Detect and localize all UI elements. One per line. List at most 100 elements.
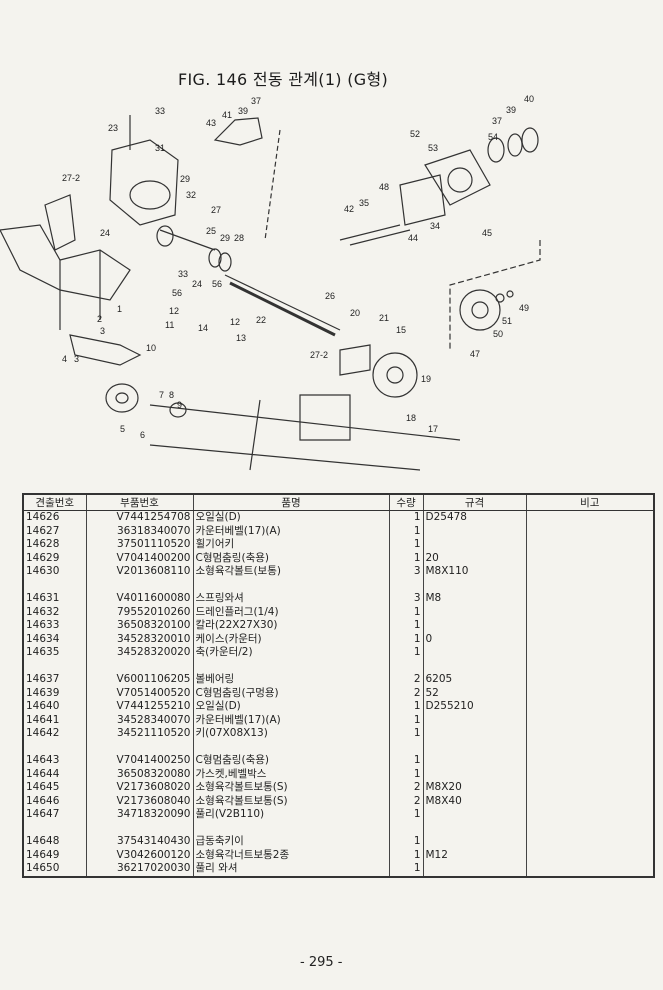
callout-label: 27-2 — [310, 350, 328, 360]
callout-label: 45 — [482, 228, 492, 238]
cell-qty: 1 — [388, 767, 424, 781]
cell-part-no — [85, 659, 194, 673]
callout-label: 47 — [470, 349, 480, 359]
cell-part-name: C형멈춤링(축용) — [192, 754, 390, 768]
cell-part-name: 휠기어키 — [192, 538, 390, 552]
cell-qty: 1 — [388, 524, 424, 538]
cell-part-name: 오일실(D) — [192, 700, 390, 714]
cell-part-name: 드레인플러그(1/4) — [192, 605, 390, 619]
cell-qty: 2 — [388, 686, 424, 700]
cell-remarks — [525, 646, 655, 660]
cell-ref-no: 14640 — [22, 700, 87, 714]
callout-label: 56 — [212, 279, 222, 289]
cell-spec — [422, 713, 527, 727]
callout-label: 12 — [230, 317, 240, 327]
cell-spec — [422, 862, 527, 877]
cell-qty: 1 — [388, 727, 424, 741]
cell-remarks — [525, 524, 655, 538]
cell-ref-no: 14643 — [22, 754, 87, 768]
cell-ref-no: 14642 — [22, 727, 87, 741]
header-remarks: 비고 — [525, 493, 655, 511]
cell-ref-no: 14641 — [22, 713, 87, 727]
callout-label: 3 — [100, 326, 105, 336]
callout-label: 10 — [146, 343, 156, 353]
callout-label: 27-2 — [62, 173, 80, 183]
cell-ref-no: 14634 — [22, 632, 87, 646]
callout-label: 31 — [155, 143, 165, 153]
cell-spec — [422, 821, 527, 835]
callout-label: 40 — [524, 94, 534, 104]
cell-qty: 3 — [388, 592, 424, 606]
callout-label: 44 — [408, 233, 418, 243]
cell-qty — [388, 821, 424, 835]
callout-label: 8 — [169, 390, 174, 400]
cell-spec — [422, 767, 527, 781]
cell-part-no: V3042600120 — [85, 848, 194, 862]
cell-qty: 1 — [388, 700, 424, 714]
cell-spec — [422, 754, 527, 768]
callout-label: 37 — [492, 116, 502, 126]
callout-label: 54 — [488, 132, 498, 142]
cell-ref-no — [22, 821, 87, 835]
cell-part-name: 카운터베벨(17)(A) — [192, 524, 390, 538]
cell-spec — [422, 740, 527, 754]
cell-part-name: 소형육각너트보통2종 — [192, 848, 390, 862]
callout-label: 5 — [120, 424, 125, 434]
cell-part-name: 풀리 와셔 — [192, 862, 390, 877]
cell-remarks — [525, 592, 655, 606]
cell-remarks — [525, 510, 655, 525]
cell-ref-no: 14626 — [22, 510, 87, 525]
callout-label: 33 — [155, 106, 165, 116]
cell-spec — [422, 727, 527, 741]
table-header-row: 견출번호 부품번호 품명 수량 규격 비고 — [22, 493, 655, 511]
cell-qty — [388, 659, 424, 673]
cell-spec — [422, 605, 527, 619]
cell-spec — [422, 646, 527, 660]
callout-label: 27 — [211, 205, 221, 215]
callout-label: 56 — [172, 288, 182, 298]
cell-part-no: 34528320010 — [85, 632, 194, 646]
cell-spec: 20 — [422, 551, 527, 565]
cell-qty: 1 — [388, 646, 424, 660]
cell-remarks — [525, 808, 655, 822]
cell-remarks — [525, 713, 655, 727]
header-part-no: 부품번호 — [85, 493, 194, 511]
cell-part-no: 34718320090 — [85, 808, 194, 822]
header-ref-no: 견출번호 — [22, 493, 87, 511]
cell-qty: 1 — [388, 862, 424, 877]
callout-label: 6 — [140, 430, 145, 440]
cell-ref-no: 14648 — [22, 835, 87, 849]
callout-label: 15 — [396, 325, 406, 335]
callout-label: 23 — [108, 123, 118, 133]
cell-part-name: 카운터베벨(17)(A) — [192, 713, 390, 727]
callout-label: 28 — [234, 233, 244, 243]
callout-label: 24 — [192, 279, 202, 289]
cell-part-no: 79552010260 — [85, 605, 194, 619]
cell-part-no: 37543140430 — [85, 835, 194, 849]
callout-label: 53 — [428, 143, 438, 153]
cell-spec: M8X110 — [422, 565, 527, 579]
callout-label: 50 — [493, 329, 503, 339]
cell-remarks — [525, 578, 655, 592]
cell-part-name: 볼베어링 — [192, 673, 390, 687]
callout-label: 37 — [251, 96, 261, 106]
callout-label: 52 — [410, 129, 420, 139]
table-row — [22, 578, 655, 592]
cell-spec: D255210 — [422, 700, 527, 714]
cell-part-no: V7441254708 — [85, 510, 194, 525]
cell-remarks — [525, 551, 655, 565]
cell-ref-no — [22, 659, 87, 673]
cell-part-name: 오일실(D) — [192, 510, 390, 525]
callout-label: 26 — [325, 291, 335, 301]
cell-spec — [422, 524, 527, 538]
cell-qty: 1 — [388, 551, 424, 565]
